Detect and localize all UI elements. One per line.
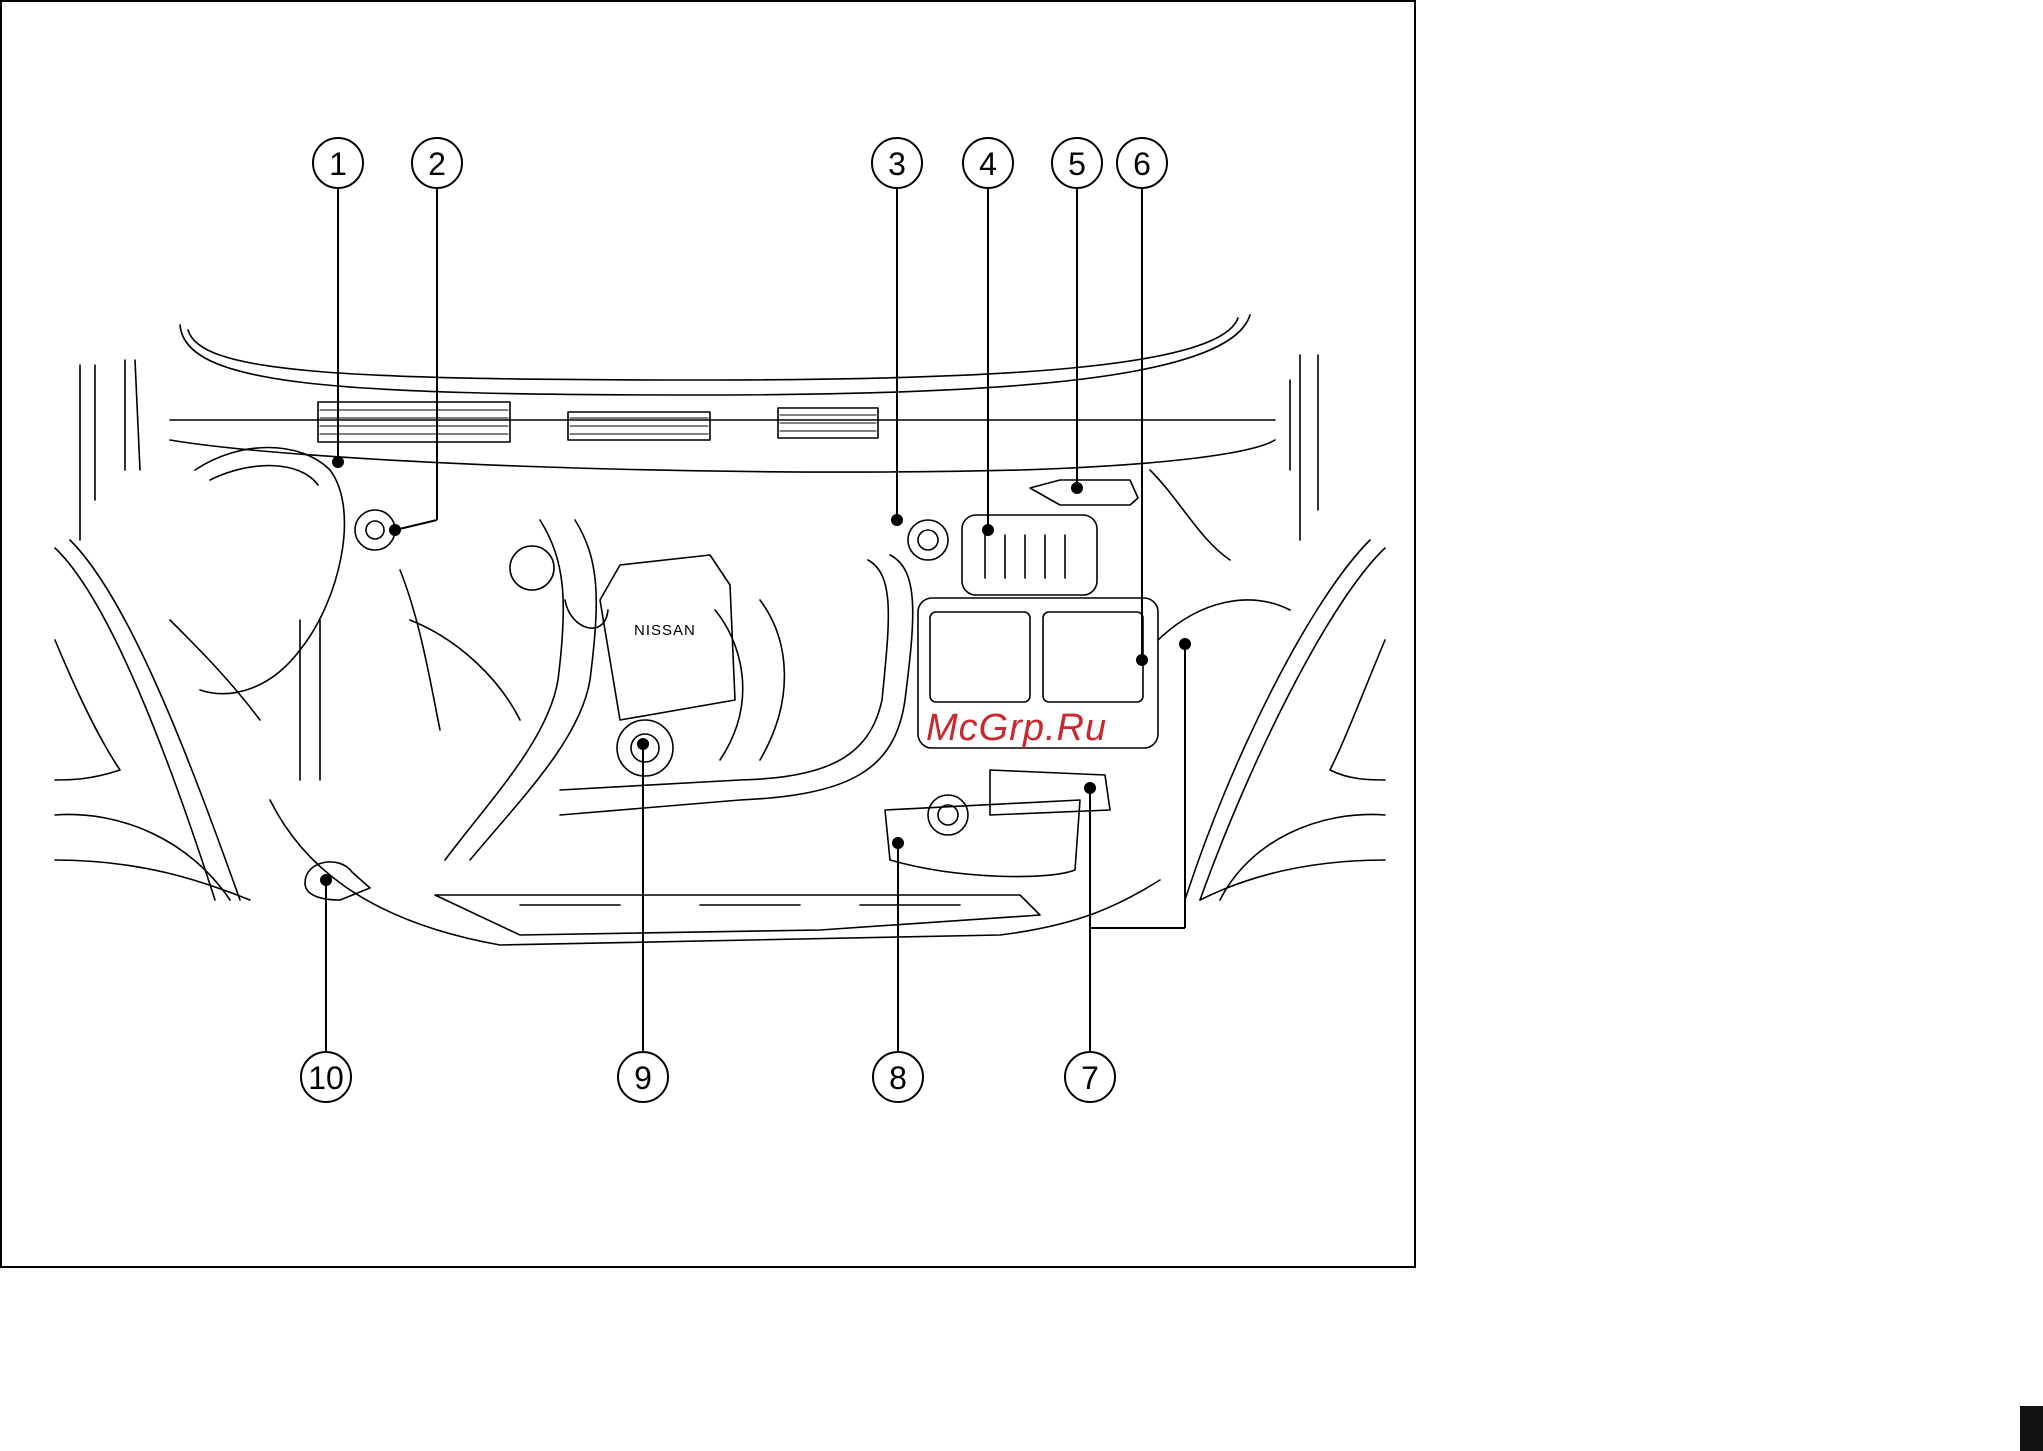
callout-4-label: 4 — [979, 146, 997, 182]
callout-8-label: 8 — [889, 1060, 907, 1096]
callout-1-label: 1 — [329, 146, 347, 182]
callout-3-label: 3 — [888, 146, 906, 182]
callout-6-label: 6 — [1133, 146, 1151, 182]
callout-7-label: 7 — [1081, 1060, 1099, 1096]
callout-2-label: 2 — [428, 146, 446, 182]
engine-cover-brand: NISSAN — [634, 622, 696, 639]
callout-5-label: 5 — [1068, 146, 1086, 182]
callout-9-label: 9 — [634, 1060, 652, 1096]
page-corner-marker — [2020, 1406, 2043, 1451]
callout-10-label: 10 — [308, 1060, 344, 1096]
watermark-text: McGrp.Ru — [926, 707, 1107, 749]
